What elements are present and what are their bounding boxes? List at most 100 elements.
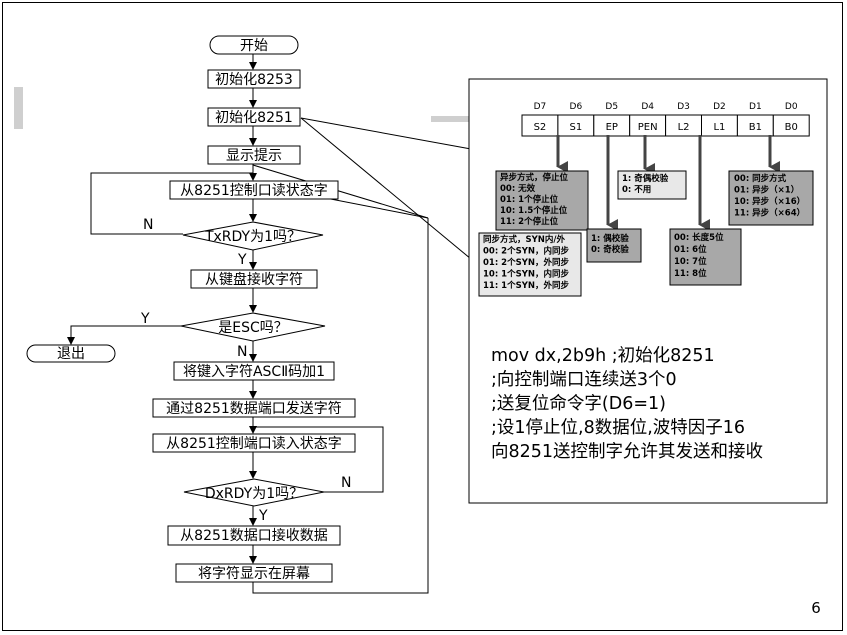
- mode-line: 00: 无效: [500, 183, 536, 194]
- bit-index: D7: [534, 102, 547, 112]
- exit-label: 退出: [57, 346, 85, 362]
- esc-decision: [180, 312, 326, 342]
- pen-box: [617, 170, 687, 200]
- init-8251-label: 初始化8251: [215, 109, 293, 126]
- sync-box: [478, 232, 582, 297]
- bit-name: S2: [534, 122, 547, 133]
- code-line: ;送复位命令字(D6=1): [491, 394, 666, 414]
- start-terminator: [209, 35, 299, 55]
- bit-index: D0: [785, 102, 798, 112]
- txrdy-yes-label: Y: [237, 252, 247, 268]
- esc-no-label: N: [237, 344, 247, 360]
- mode-line: 10: 1个SYN，内同步: [483, 269, 569, 280]
- ascii-plus-box: [173, 361, 335, 381]
- receive-key-box: [190, 269, 318, 289]
- receive-data-label: 从8251数据口接收数据: [180, 527, 328, 544]
- bit-name: S1: [569, 122, 582, 133]
- bit-index: D3: [677, 102, 690, 112]
- esc-yes-label: Y: [140, 311, 150, 327]
- code-line: mov dx,2b9h ;初始化8251: [491, 346, 715, 366]
- bit-name: L1: [713, 122, 725, 133]
- txrdy-no-label: N: [143, 217, 153, 233]
- mode-line: 01: 1个停止位: [500, 194, 559, 205]
- code-line: ;向控制端口连续送3个0: [491, 370, 677, 390]
- mode-line: 00: 2个SYN，内同步: [483, 246, 569, 257]
- send-char-label: 通过8251数据端口发送字符: [166, 401, 342, 417]
- mode-line: 11: 2个停止位: [500, 216, 559, 227]
- bit-index: D5: [605, 102, 618, 112]
- slide-canvas: 开始 初始化8253 初始化8251 显示提示 从8251控制口读状态字 TxR…: [14, 35, 828, 617]
- receive-data-box: [167, 525, 341, 546]
- read-status-2-label: 从8251控制端口读入状态字: [166, 435, 342, 452]
- mode-line: 异步方式，停止位: [500, 172, 569, 183]
- bit-index: D1: [749, 102, 762, 112]
- bit-name: L2: [678, 122, 690, 133]
- mode-line: 00: 同步方式: [734, 173, 787, 184]
- bit-cell: [772, 114, 810, 137]
- rxrdy-decision: [183, 478, 325, 507]
- mode-line: 0: 奇校验: [591, 244, 629, 255]
- read-status-1-box: [169, 180, 339, 200]
- ep-box: [586, 228, 642, 263]
- show-prompt-label: 显示提示: [226, 148, 282, 164]
- code-line: 向8251送控制字允许其发送和接收: [491, 442, 763, 462]
- decor-bar-mid: [431, 116, 471, 122]
- baud-box: [728, 170, 814, 226]
- bit-index: D2: [713, 102, 726, 112]
- mode-line: 同步方式，SYN内/外: [483, 234, 565, 245]
- display-char-box: [175, 563, 333, 583]
- async-stop-box: [495, 170, 589, 231]
- exit-terminator: [26, 344, 116, 363]
- ascii-plus-label: 将键入字符ASCⅡ码加1: [183, 364, 325, 380]
- mode-line: 01: 6位: [674, 244, 707, 255]
- mode-line: 00: 长度5位: [674, 232, 724, 243]
- display-char-label: 将字符显示在屏幕: [198, 566, 310, 582]
- start-label: 开始: [240, 38, 268, 54]
- mode-line: 01: 异步（×1）: [734, 185, 799, 196]
- bit-name: PEN: [638, 122, 658, 133]
- txrdy-decision: [182, 221, 324, 251]
- code-block: mov dx,2b9h ;初始化8251 ;向控制端口连续送3个0 ;送复位命令字(…: [491, 346, 763, 462]
- mode-line: 11: 1个SYN，外同步: [483, 280, 569, 291]
- decor-bar-left: [14, 87, 23, 129]
- page-number: 6: [811, 599, 821, 617]
- bit-index: D4: [641, 102, 654, 112]
- receive-key-label: 从键盘接收字符: [205, 271, 303, 288]
- send-char-box: [152, 398, 356, 418]
- init-8251-box: [207, 107, 301, 127]
- rxrdy-no-label: N: [341, 475, 351, 491]
- mode-line: 11: 8位: [674, 268, 707, 279]
- init-8253-label: 初始化8253: [215, 71, 293, 88]
- bit-index: D6: [570, 102, 583, 112]
- init-8253-box: [207, 69, 301, 89]
- read-status-1-label: 从8251控制口读状态字: [180, 182, 328, 199]
- mode-line: 0: 不用: [622, 185, 651, 195]
- code-line: ;设1停止位,8数据位,波特因子16: [491, 418, 745, 438]
- mode-line: 11: 异步（×64）: [734, 208, 805, 219]
- mode-line: 01: 2个SYN，外同步: [483, 257, 569, 268]
- rxrdy-label: DxRDY为1吗？: [205, 486, 303, 502]
- bit-name: B1: [749, 122, 762, 133]
- bit-name: EP: [606, 122, 618, 133]
- bit-name: B0: [785, 122, 798, 133]
- length-box: [669, 228, 742, 286]
- mode-line: 1: 奇偶校验: [622, 173, 669, 184]
- mode-line: 10: 1.5个停止位: [500, 205, 568, 216]
- read-status-2-box: [152, 433, 356, 453]
- show-prompt-box: [207, 145, 301, 165]
- mode-line: 1: 偶校验: [591, 233, 629, 244]
- rxrdy-yes-label: Y: [258, 508, 268, 524]
- mode-line: 10: 7位: [674, 256, 707, 267]
- flowchart: 开始 初始化8253 初始化8251 显示提示 从8251控制口读状态字 TxR…: [26, 35, 472, 594]
- mode-line: 10: 异步（×16）: [734, 196, 805, 207]
- txrdy-label: TxRDY为1吗？: [204, 229, 301, 245]
